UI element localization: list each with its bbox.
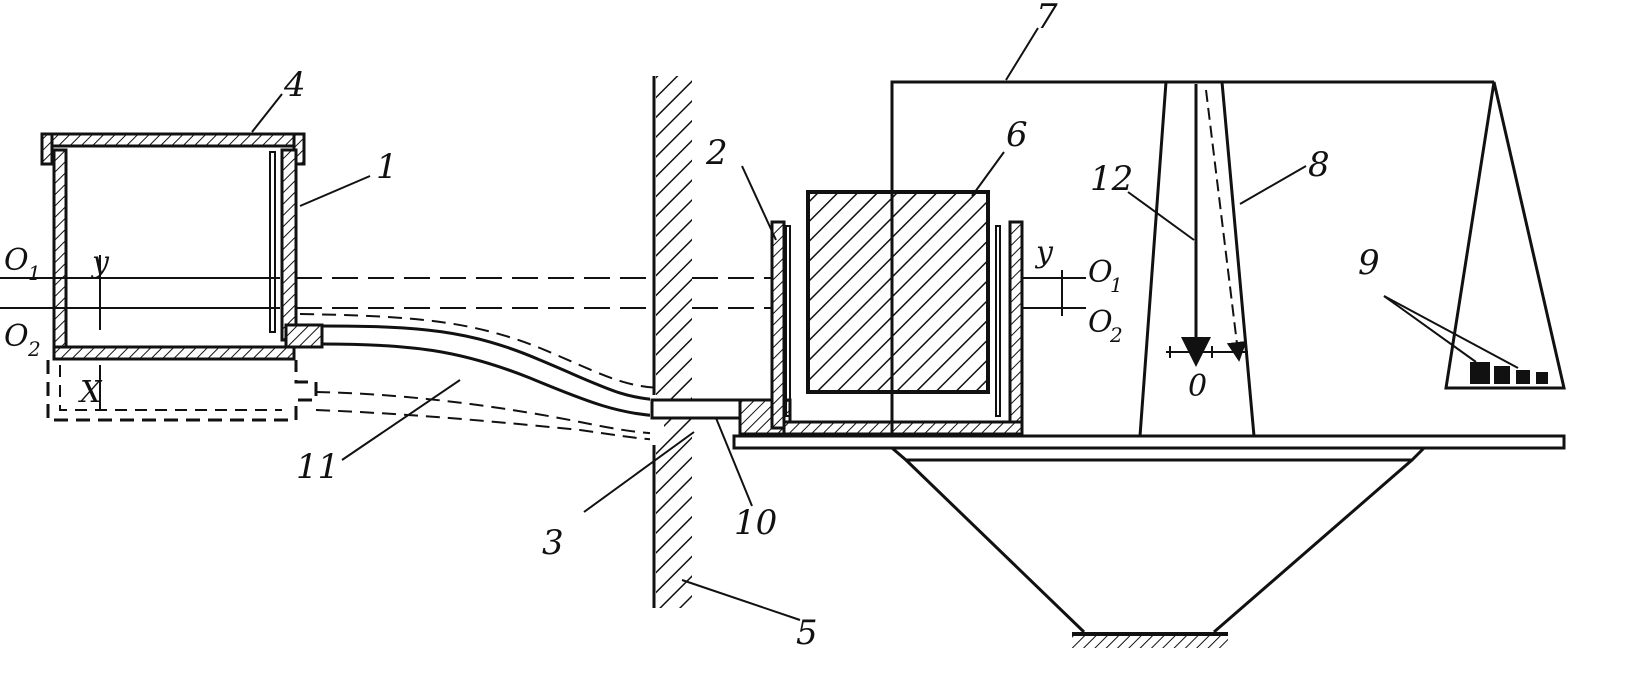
weight-block (806, 190, 990, 394)
scale (732, 80, 1566, 648)
callout-4: 4 (283, 65, 306, 105)
callout-5: 5 (796, 613, 818, 653)
svg-text:2: 2 (27, 337, 41, 361)
svg-text:O: O (4, 319, 29, 354)
callout-2: 2 (705, 133, 728, 173)
right-vessel (770, 220, 1024, 436)
right-upper-level-label: O 1 (1088, 255, 1123, 297)
svg-text:1: 1 (28, 261, 41, 285)
pointer (1166, 84, 1248, 367)
callout-11: 11 (296, 447, 339, 487)
right-lower-level-label: O 2 (1088, 305, 1123, 347)
svg-text:O: O (4, 243, 29, 278)
left-x-dimension: X (78, 375, 103, 410)
svg-text:O: O (1088, 255, 1113, 290)
left-vessel (40, 132, 324, 422)
callout-1: 1 (376, 147, 398, 187)
svg-text:O: O (1088, 305, 1113, 340)
flexible-hose (299, 313, 661, 441)
svg-text:2: 2 (1109, 323, 1123, 347)
left-level-lines (0, 255, 280, 330)
callout-9: 9 (1358, 243, 1380, 283)
callout-12: 12 (1090, 159, 1133, 199)
callout-8: 8 (1308, 145, 1330, 185)
weights (1470, 362, 1548, 384)
wall (650, 76, 692, 608)
callout-7: 7 (1036, 0, 1058, 37)
svg-text:1: 1 (1110, 273, 1123, 297)
leader-lines (251, 27, 1519, 621)
left-upper-level-label: O 1 (4, 243, 41, 285)
callout-3: 3 (542, 523, 564, 563)
left-lower-level-label: O 2 (4, 319, 41, 361)
right-y-dimension: y (1034, 235, 1054, 270)
left-y-dimension: y (90, 245, 110, 280)
callout-10: 10 (734, 503, 777, 543)
callout-6: 6 (1006, 115, 1028, 155)
scale-zero-label: 0 (1188, 369, 1207, 404)
